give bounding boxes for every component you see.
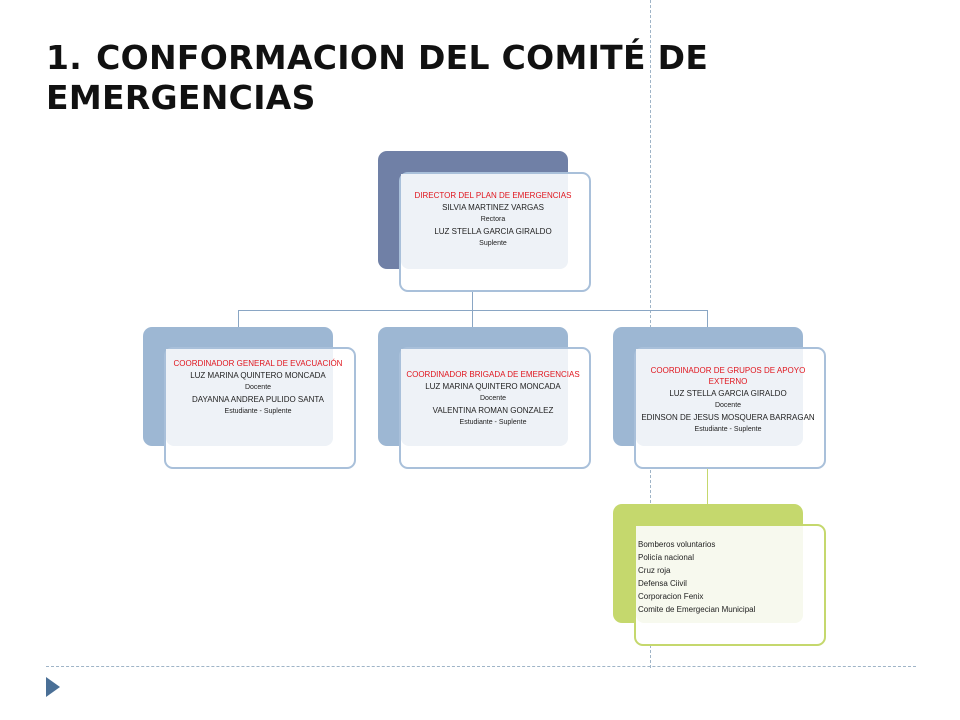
connector-coord-2 [472,310,473,328]
coordinator-1-line-2: Docente [244,384,272,391]
director-node-text: DIRECTOR DEL PLAN DE EMERGENCIAS SILVIA … [404,190,582,250]
coordinator-3-line-1: LUZ STELLA GARCIA GIRALDO [669,389,787,398]
coordinator-3-line-4: Estudiante - Suplente [694,426,762,433]
coordinator-1-line-1: LUZ MARINA QUINTERO MONCADA [190,371,326,380]
director-line-1: SILVIA MARTINEZ VARGAS [442,203,544,212]
title-number: 1. [46,38,83,77]
coordinator-3-line-3: EDINSON DE JESUS MOSQUERA BARRAGAN [641,413,815,422]
connector-horizontal [238,310,708,311]
director-line-4: Suplente [479,240,507,247]
coordinator-2-line-4: Estudiante - Suplente [459,419,527,426]
support-item: Cruz roja [638,566,671,575]
director-role: DIRECTOR DEL PLAN DE EMERGENCIAS [414,191,572,200]
coordinator-1-text: COORDINADOR GENERAL DE EVACUACIÓN LUZ MA… [170,358,346,418]
coordinator-2-role: COORDINADOR BRIGADA DE EMERGENCIAS [406,370,580,379]
coordinator-1-overlap [166,349,333,446]
support-item: Comite de Emergecian Municipal [638,605,756,614]
support-item: Bomberos voluntarios [638,540,716,549]
coordinator-1-line-3: DAYANNA ANDREA PULIDO SANTA [191,395,325,404]
coordinator-2-line-2: Docente [479,395,507,402]
title-line-2: EMERGENCIAS [46,78,316,117]
director-node-overlap [401,174,568,269]
support-item: Defensa Ciivil [638,579,687,588]
page-title: 1. CONFORMACION DEL COMITÉ DE EMERGENCIAS [46,38,746,118]
director-line-3: LUZ STELLA GARCIA GIRALDO [434,227,552,236]
coordinator-3-line-2: Docente [714,402,742,409]
coordinator-3-text: COORDINADOR DE GRUPOS DE APOYO EXTERNO L… [638,365,818,436]
coordinator-1-role: COORDINADOR GENERAL DE EVACUACIÓN [173,359,343,368]
director-line-2: Rectora [480,216,506,223]
next-slide-arrow-icon[interactable] [46,677,60,697]
coordinator-2-overlap [401,349,568,446]
footer-divider [46,666,916,667]
support-node-list: Bomberos voluntarios Policía nacional Cr… [638,539,818,617]
connector-support [707,446,708,504]
coordinator-3-role: COORDINADOR DE GRUPOS DE APOYO EXTERNO [650,366,806,386]
coordinator-1-line-4: Estudiante - Suplente [224,408,292,415]
support-node-overlap [636,526,803,623]
coordinator-2-text: COORDINADOR BRIGADA DE EMERGENCIAS LUZ M… [405,369,581,429]
support-item: Corporacion Fenix [638,592,704,601]
connector-coord-3 [707,310,708,328]
coordinator-2-line-3: VALENTINA ROMAN GONZALEZ [432,406,554,415]
title-line-1: CONFORMACION DEL COMITÉ DE [96,38,709,77]
connector-coord-1 [238,310,239,328]
coordinator-2-line-1: LUZ MARINA QUINTERO MONCADA [425,382,561,391]
support-item: Policía nacional [638,553,695,562]
coordinator-3-overlap [636,349,803,446]
